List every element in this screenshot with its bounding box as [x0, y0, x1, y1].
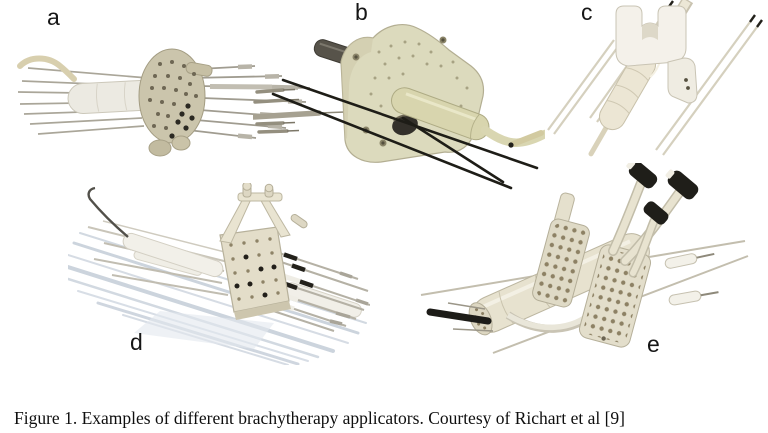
- v-bracket: [219, 183, 308, 244]
- occupied-holes: [234, 254, 277, 298]
- panel-label-e: e: [647, 331, 660, 357]
- needle-entry-holes: [169, 103, 195, 139]
- cable-tip: [508, 142, 514, 148]
- main-cylinder: [122, 232, 224, 278]
- disc-holes: [148, 60, 198, 130]
- applicator-photo-c: [518, 0, 768, 172]
- applicator-a-illustration: [17, 48, 311, 157]
- perforated-plate-rear: [532, 218, 590, 308]
- black-rod: [426, 308, 492, 325]
- metal-tips: [253, 88, 346, 134]
- cable-end: [510, 130, 544, 147]
- connector-pins: [664, 252, 719, 306]
- applicator-c-illustration: [547, 0, 763, 157]
- curved-wire: [87, 186, 129, 238]
- black-needles: [271, 78, 539, 190]
- applicator-b-illustration: [253, 24, 545, 190]
- applicator-photo-e: [413, 163, 768, 370]
- flexible-tube: [17, 55, 77, 82]
- panel-label-b: b: [355, 0, 368, 25]
- applicator-photo-d: [68, 183, 370, 365]
- panel-label-c: c: [581, 0, 593, 25]
- applicator-photo-b: [253, 22, 545, 190]
- black-caps: [626, 163, 699, 225]
- pin: [447, 302, 486, 310]
- plate-holes: [369, 40, 469, 122]
- source-tubes: [608, 178, 684, 278]
- template-plate: [219, 226, 291, 320]
- applicator-photo-a: [10, 26, 315, 181]
- applicator-e-illustration: [420, 163, 749, 354]
- perforated-disc: [138, 48, 213, 157]
- panel-label-d: d: [130, 329, 143, 355]
- panel-label-a: a: [47, 4, 60, 30]
- clamp-bracket: [615, 5, 698, 104]
- figure-caption: Figure 1. Examples of different brachyth…: [14, 407, 626, 428]
- pin: [452, 328, 494, 332]
- applicator-d-illustration: [68, 183, 370, 365]
- shadow: [134, 311, 274, 349]
